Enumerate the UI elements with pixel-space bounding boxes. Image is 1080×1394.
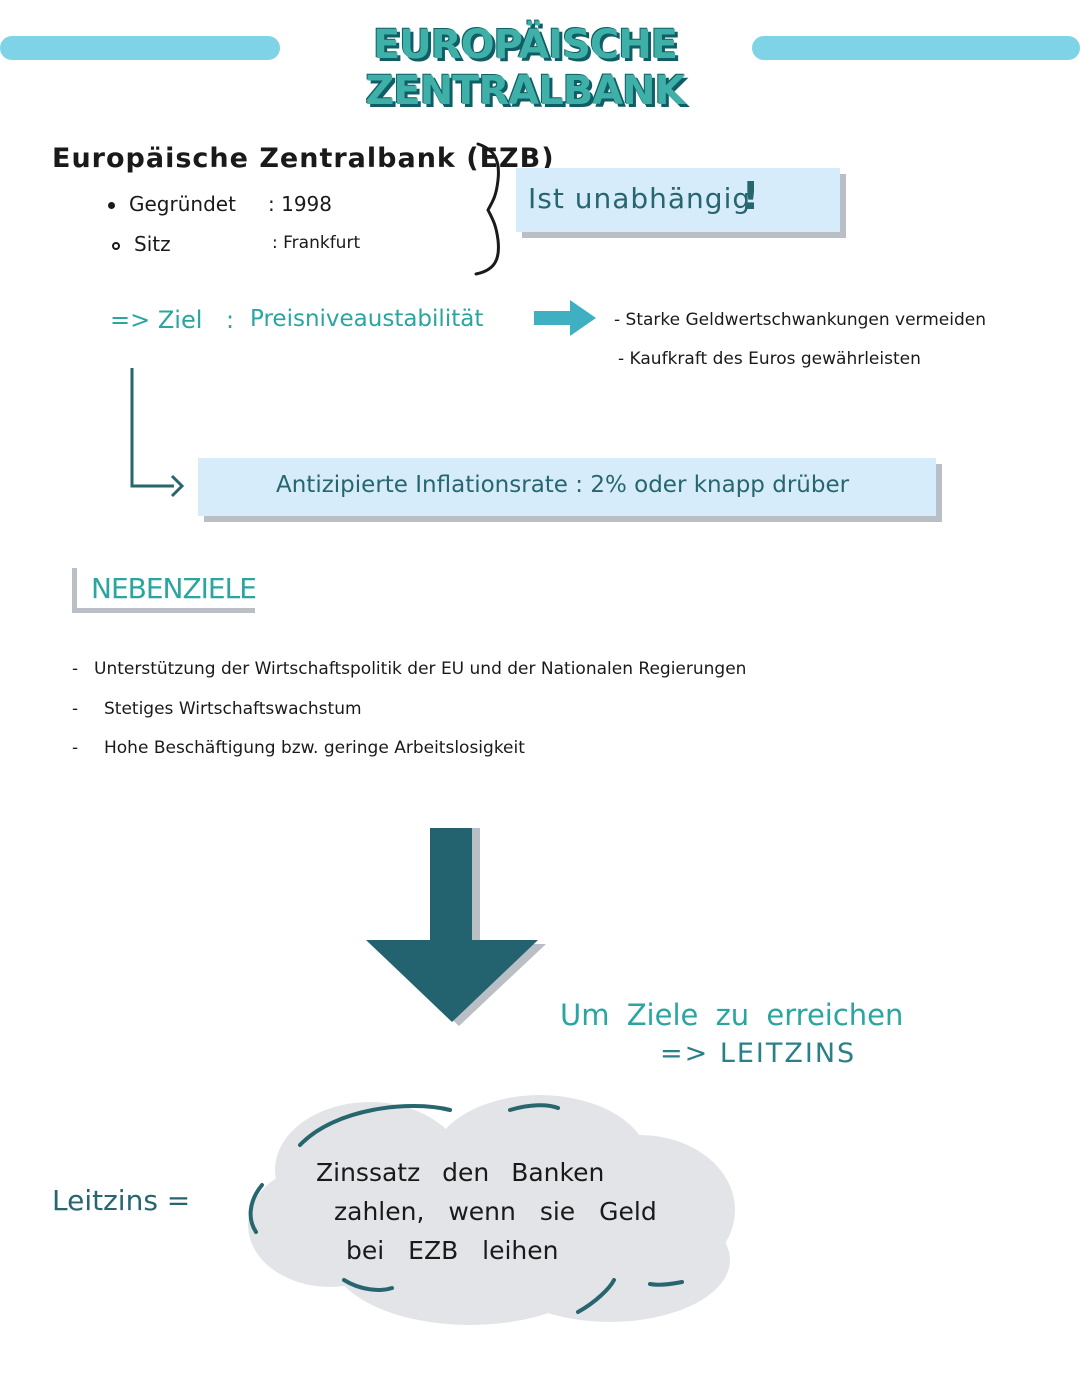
inflation-box: Antizipierte Inflationsrate : 2% oder kn…: [198, 458, 936, 516]
cloud-shape: [248, 1095, 735, 1325]
bullet-icon: [112, 241, 120, 250]
definition-line-2: zahlen, wenn sie Geld: [334, 1197, 657, 1226]
means-line-1: Um Ziele zu erreichen: [560, 998, 904, 1032]
goal-prefix: => Ziel: [110, 306, 203, 334]
independent-text: Ist unabhängig: [528, 182, 752, 215]
seat-label: Sitz: [134, 232, 171, 256]
founded-row: Gegründet: [108, 192, 236, 216]
definition-line-3: bei EZB leihen: [346, 1236, 559, 1265]
founded-value: : 1998: [268, 192, 332, 216]
secondary-title: NEBENZIELE: [91, 572, 257, 605]
arrow-right-icon: [534, 300, 596, 336]
arrow-down-icon: [366, 828, 546, 1026]
header-line-right: [752, 36, 1080, 60]
goal-colon: :: [226, 306, 235, 334]
goal-value: Preisniveaustabilität: [250, 306, 484, 332]
ezb-heading: Europäische Zentralbank (EZB): [52, 143, 555, 174]
page-title: EUROPÄISCHE ZENTRALBANK: [365, 22, 685, 114]
seat-value: : Frankfurt: [272, 233, 361, 253]
secondary-item-3: Hohe Beschäftigung bzw. geringe Arbeitsl…: [104, 738, 525, 758]
connector-arrow-icon: [130, 368, 185, 498]
secondary-item-1: Unterstützung der Wirtschaftspolitik der…: [94, 659, 747, 679]
independent-box: Ist unabhängig !: [516, 168, 840, 232]
list-item: -Stetiges Wirtschaftswachstum: [72, 699, 362, 719]
founded-label: Gegründet: [129, 192, 236, 216]
goal-point-1: - Starke Geldwertschwankungen vermeiden: [614, 310, 987, 330]
list-item: -Unterstützung der Wirtschaftspolitik de…: [72, 659, 747, 679]
list-item: -Hohe Beschäftigung bzw. geringe Arbeits…: [72, 738, 525, 758]
header-line-left: [0, 36, 280, 60]
secondary-item-2: Stetiges Wirtschaftswachstum: [104, 699, 362, 719]
inflation-text: Antizipierte Inflationsrate : 2% oder kn…: [276, 472, 850, 498]
goal-point-2: - Kaufkraft des Euros gewährleisten: [618, 349, 921, 369]
definition-line-1: Zinssatz den Banken: [316, 1158, 605, 1187]
curly-brace-icon: [474, 142, 500, 276]
bullet-icon: [108, 202, 115, 209]
means-line-2: => LEITZINS: [660, 1038, 857, 1069]
seat-row: Sitz: [112, 232, 171, 256]
secondary-title-box: NEBENZIELE: [72, 568, 257, 613]
definition-term: Leitzins =: [52, 1184, 191, 1217]
exclamation-icon: !: [742, 174, 760, 218]
